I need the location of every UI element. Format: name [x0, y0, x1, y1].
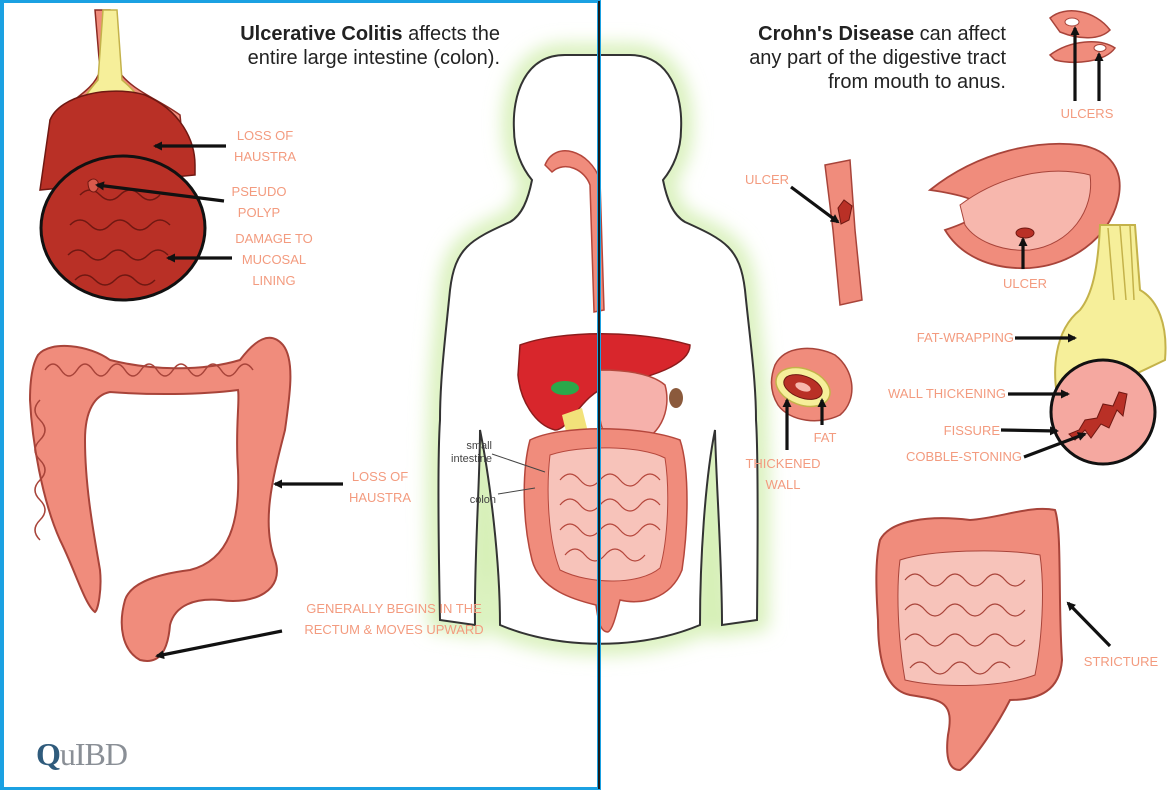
label-fissure: FISSURE [900, 420, 1000, 441]
uc-title: Ulcerative Colitis affects the [200, 22, 500, 46]
label-thickened-wall: THICKENED WALL [733, 453, 833, 495]
label-pseudo-polyp: PSEUDO POLYP [214, 181, 304, 223]
label-small-intestine: small intestine [418, 440, 492, 466]
label-wall-thickening: WALL THICKENING [848, 383, 1006, 404]
quibd-logo: QuIBD [36, 736, 127, 773]
cd-mouth-lips [1050, 11, 1115, 62]
label-colon: colon [440, 494, 496, 507]
label-ulcers: ULCERS [1042, 103, 1132, 124]
label-cobble-stoning: COBBLE-STONING [872, 446, 1022, 467]
label-generally-begins: GENERALLY BEGINS IN THE RECTUM & MOVES U… [278, 598, 510, 640]
label-ulcer-esophagus: ULCER [732, 169, 802, 190]
logo-q: Q [36, 736, 60, 772]
cd-title-bold: Crohn's Disease [758, 23, 914, 45]
uc-title-rest: affects the [403, 23, 500, 45]
cd-small-section [771, 348, 852, 420]
uc-title-bold: Ulcerative Colitis [240, 23, 402, 45]
cd-bowel-section [1051, 225, 1166, 464]
label-fat: FAT [805, 427, 845, 448]
cd-title-line2: any part of the digestive tract [690, 46, 1006, 70]
cd-title: Crohn's Disease can affect [690, 22, 1006, 46]
label-ulcer-stomach: ULCER [990, 273, 1060, 294]
cd-title-line3: from mouth to anus. [690, 70, 1006, 94]
label-stricture: STRICTURE [1076, 651, 1166, 672]
logo-rest: uIBD [60, 736, 127, 772]
uc-title-line2: entire large intestine (colon). [200, 46, 500, 70]
cd-esophagus [825, 160, 862, 305]
label-fat-wrapping: FAT-WRAPPING [862, 327, 1014, 348]
label-damage-mucosal: DAMAGE TO MUCOSAL LINING [224, 228, 324, 291]
cd-stomach [930, 144, 1120, 268]
uc-large-colon [30, 338, 290, 661]
cd-title-rest: can affect [914, 23, 1006, 45]
label-loss-of-haustra-colon: LOSS OF HAUSTRA [335, 466, 425, 508]
label-loss-of-haustra-top: LOSS OF HAUSTRA [220, 125, 310, 167]
cd-intestines [876, 509, 1062, 770]
